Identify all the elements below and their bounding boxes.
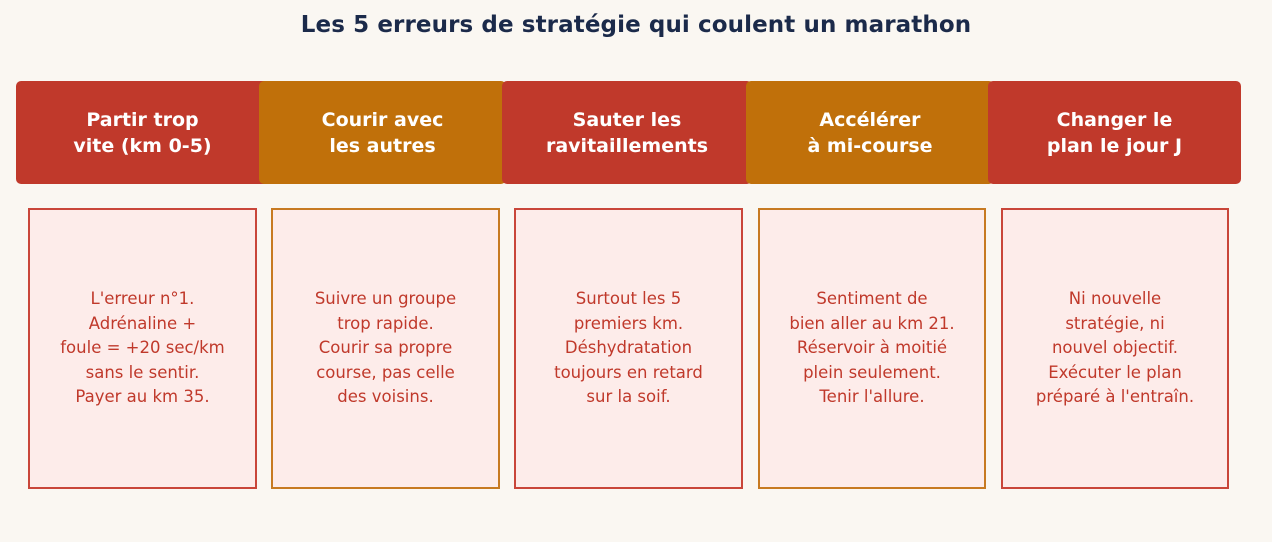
description-courir-avec-les-autres: Suivre un groupe trop rapide. Courir sa … xyxy=(271,208,500,489)
header-sauter-les-ravitaillements: Sauter les ravitaillements xyxy=(502,81,752,184)
description-changer-le-plan: Ni nouvelle stratégie, ni nouvel objecti… xyxy=(1001,208,1229,489)
description-partir-trop-vite: L'erreur n°1. Adrénaline + foule = +20 s… xyxy=(28,208,257,489)
description-accelerer-a-mi-course: Sentiment de bien aller au km 21. Réserv… xyxy=(758,208,986,489)
header-accelerer-a-mi-course: Accélérer à mi-course xyxy=(746,81,994,184)
diagram-title: Les 5 erreurs de stratégie qui coulent u… xyxy=(300,12,972,38)
header-partir-trop-vite: Partir trop vite (km 0-5) xyxy=(16,81,269,184)
header-changer-le-plan: Changer le plan le jour J xyxy=(988,81,1241,184)
description-sauter-les-ravitaillements: Surtout les 5 premiers km. Déshydratatio… xyxy=(514,208,743,489)
header-courir-avec-les-autres: Courir avec les autres xyxy=(259,81,506,184)
